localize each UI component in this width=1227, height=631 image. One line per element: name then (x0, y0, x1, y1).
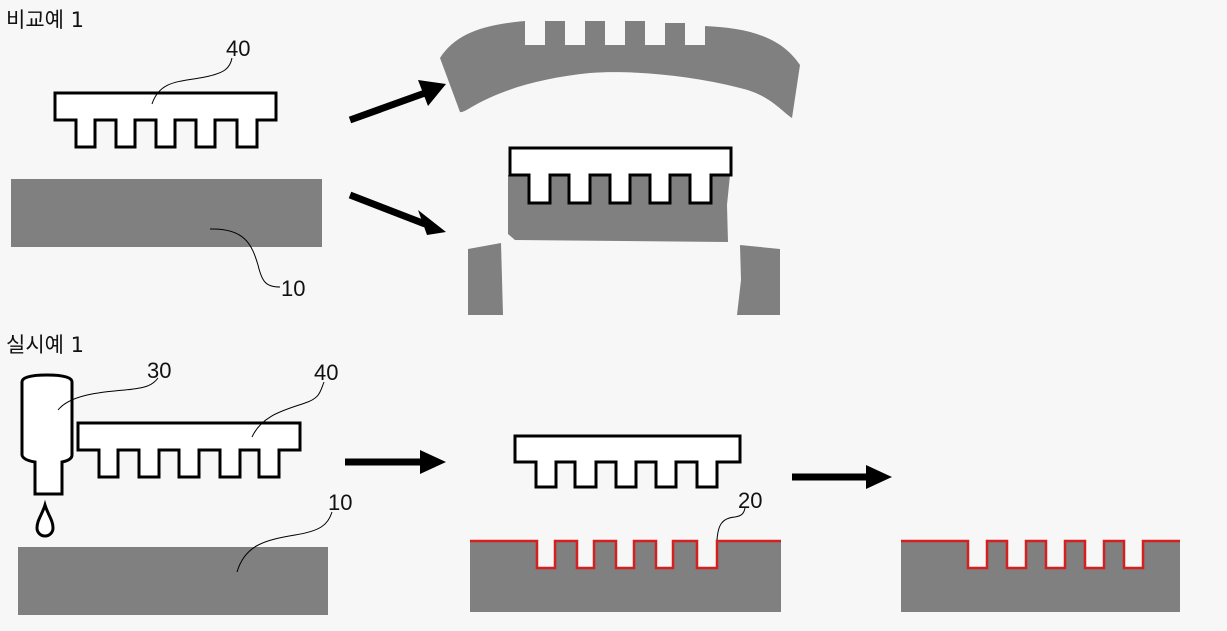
mold-40 (76, 421, 302, 479)
dispenser-30 (20, 373, 74, 496)
label-30: 30 (147, 358, 171, 383)
label-40: 40 (226, 36, 250, 61)
broken-substrate-center (508, 175, 730, 242)
leader-line (716, 507, 746, 541)
mold-40-released (513, 434, 742, 489)
arrow-icon (345, 450, 446, 474)
label-20: 20 (738, 488, 762, 513)
leader-line (151, 57, 233, 105)
coating-layer-20 (470, 539, 781, 570)
arrow-icon (792, 465, 892, 489)
label-10: 10 (328, 490, 352, 515)
droplet (35, 499, 55, 538)
leader-line (57, 377, 159, 411)
leader-line (251, 381, 325, 438)
label-10: 10 (281, 276, 305, 301)
label-40: 40 (314, 360, 338, 385)
comparative-title: 비교예 1 (6, 8, 84, 32)
final-coating-layer (901, 539, 1180, 570)
patterned-substrate (470, 541, 781, 612)
broken-substrate-left (468, 243, 503, 315)
mold-40 (53, 91, 278, 149)
final-patterned-substrate (901, 541, 1180, 612)
leader-line (209, 228, 281, 288)
substrate-10 (18, 547, 328, 615)
leader-line (236, 511, 333, 573)
broken-substrate-right (737, 245, 780, 315)
arrow-icon (348, 191, 446, 235)
mold-40-stuck (508, 146, 733, 205)
deformed-substrate-attached (440, 21, 800, 118)
example-title: 실시예 1 (6, 333, 84, 357)
substrate-10 (11, 179, 322, 247)
arrow-icon (348, 80, 446, 124)
